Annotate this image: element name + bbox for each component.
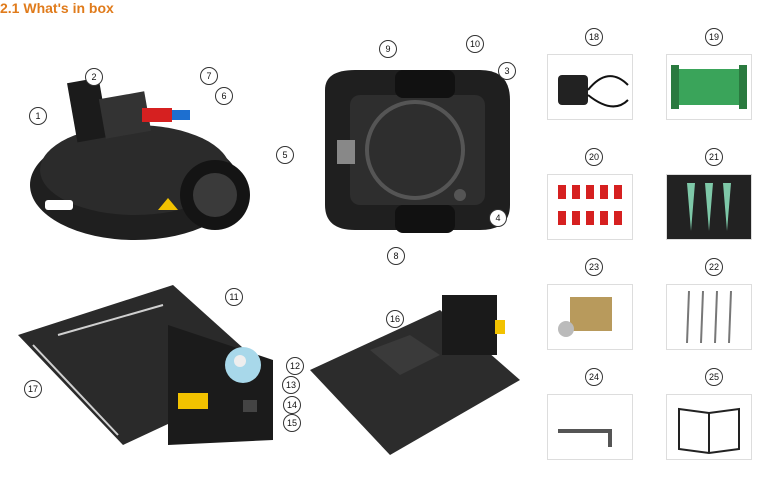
callout-8: 8: [387, 247, 405, 265]
callout-5: 5: [276, 146, 294, 164]
callout-20: 20: [585, 148, 603, 166]
callout-2: 2: [85, 68, 103, 86]
callout-14: 14: [283, 396, 301, 414]
spare-blades: [547, 284, 633, 350]
callout-13: 13: [282, 376, 300, 394]
callout-17: 17: [24, 380, 42, 398]
callout-18: 18: [585, 28, 603, 46]
callout-22: 22: [705, 258, 723, 276]
callout-15: 15: [283, 414, 301, 432]
mower-underside: [325, 70, 510, 233]
callout-1: 1: [29, 107, 47, 125]
callout-4: 4: [489, 209, 507, 227]
screws: [666, 284, 752, 350]
charger-adapter: [547, 54, 633, 120]
callout-19: 19: [705, 28, 723, 46]
mower-top-view: [30, 77, 250, 240]
callout-21: 21: [705, 148, 723, 166]
callout-25: 25: [705, 368, 723, 386]
section-title: 2.1 What's in box: [0, 0, 114, 16]
callout-12: 12: [286, 357, 304, 375]
callout-7: 7: [200, 67, 218, 85]
callout-3: 3: [498, 62, 516, 80]
charging-station-angled: [18, 285, 273, 445]
callout-11: 11: [225, 288, 243, 306]
callout-16: 16: [386, 310, 404, 328]
wire-connectors: [547, 174, 633, 240]
callout-10: 10: [466, 35, 484, 53]
ground-pegs: [666, 174, 752, 240]
boundary-wire-spool: [666, 54, 752, 120]
hex-key: [547, 394, 633, 460]
callout-23: 23: [585, 258, 603, 276]
charging-station-base: [310, 295, 520, 455]
callout-9: 9: [379, 40, 397, 58]
callout-24: 24: [585, 368, 603, 386]
user-manual: [666, 394, 752, 460]
callout-6: 6: [215, 87, 233, 105]
